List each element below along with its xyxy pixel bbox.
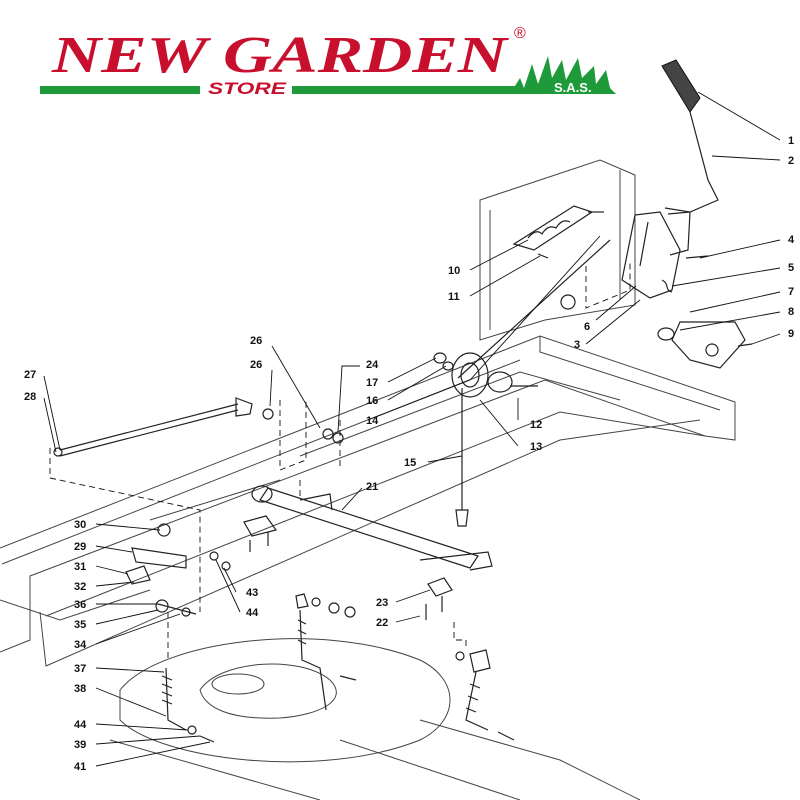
lever-bracket xyxy=(621,211,681,299)
callout-6: 6 xyxy=(584,321,590,333)
callout-12: 12 xyxy=(530,419,542,431)
callout-2: 2 xyxy=(788,155,794,167)
brand-store: STORE xyxy=(208,79,287,98)
store-plate xyxy=(200,78,292,96)
callout-29: 29 xyxy=(74,541,86,553)
callout-34: 34 xyxy=(74,639,87,651)
callout-11: 11 xyxy=(448,291,460,303)
cross-shaft xyxy=(243,485,493,620)
callout-35: 35 xyxy=(74,619,86,631)
callout-22: 22 xyxy=(376,617,388,629)
lever-assembly xyxy=(621,59,753,369)
callout-32: 32 xyxy=(74,581,86,593)
left-linkage xyxy=(125,523,231,743)
center-linkage xyxy=(295,593,357,711)
callout-26-upper: 26 xyxy=(250,335,262,347)
callout-41: 41 xyxy=(74,761,86,773)
callout-24: 24 xyxy=(366,359,379,371)
right-linkage xyxy=(455,649,515,741)
callout-28: 28 xyxy=(24,391,36,403)
callout-26-lower: 26 xyxy=(250,359,262,371)
callout-37: 37 xyxy=(74,663,86,675)
callout-8: 8 xyxy=(788,306,794,318)
callout-14: 14 xyxy=(366,415,379,427)
mount-plate xyxy=(671,321,746,369)
callout-17: 17 xyxy=(366,377,378,389)
callout-1: 1 xyxy=(788,135,794,147)
callout-16: 16 xyxy=(366,395,378,407)
callout-7: 7 xyxy=(788,286,794,298)
grass-icon xyxy=(510,56,616,94)
callout-44-center: 44 xyxy=(246,607,259,619)
callout-4: 4 xyxy=(788,234,795,246)
callout-39: 39 xyxy=(74,739,86,751)
callout-38: 38 xyxy=(74,683,86,695)
callout-23: 23 xyxy=(376,597,388,609)
callout-5: 5 xyxy=(788,262,794,274)
lever-knob xyxy=(661,59,701,113)
registered-mark: ® xyxy=(514,25,526,42)
callout-44-left: 44 xyxy=(74,719,87,731)
callout-3: 3 xyxy=(574,339,580,351)
callout-31: 31 xyxy=(74,561,86,573)
brand-suffix: S.A.S. xyxy=(554,80,592,95)
left-rod xyxy=(53,397,344,457)
callout-labels: 1 2 4 5 7 8 9 6 3 10 11 17 16 14 12 13 1… xyxy=(24,135,795,773)
lever-rod xyxy=(667,111,719,215)
callout-30: 30 xyxy=(74,519,86,531)
callout-36: 36 xyxy=(74,599,86,611)
tractor-frame xyxy=(0,159,736,800)
spring-bracket xyxy=(512,205,604,310)
callout-9: 9 xyxy=(788,328,794,340)
callout-10: 10 xyxy=(448,265,460,277)
callout-15: 15 xyxy=(404,457,416,469)
brand-logo: NEW GARDEN ® STORE S.A.S. xyxy=(40,25,616,98)
assembly-guides xyxy=(49,262,631,660)
callout-43: 43 xyxy=(246,587,258,599)
callout-13: 13 xyxy=(530,441,542,453)
leader-lines xyxy=(43,91,781,767)
brand-name: NEW GARDEN xyxy=(51,27,511,84)
left-spring-rod xyxy=(165,667,187,731)
callout-21: 21 xyxy=(366,481,378,493)
callout-27: 27 xyxy=(24,369,36,381)
